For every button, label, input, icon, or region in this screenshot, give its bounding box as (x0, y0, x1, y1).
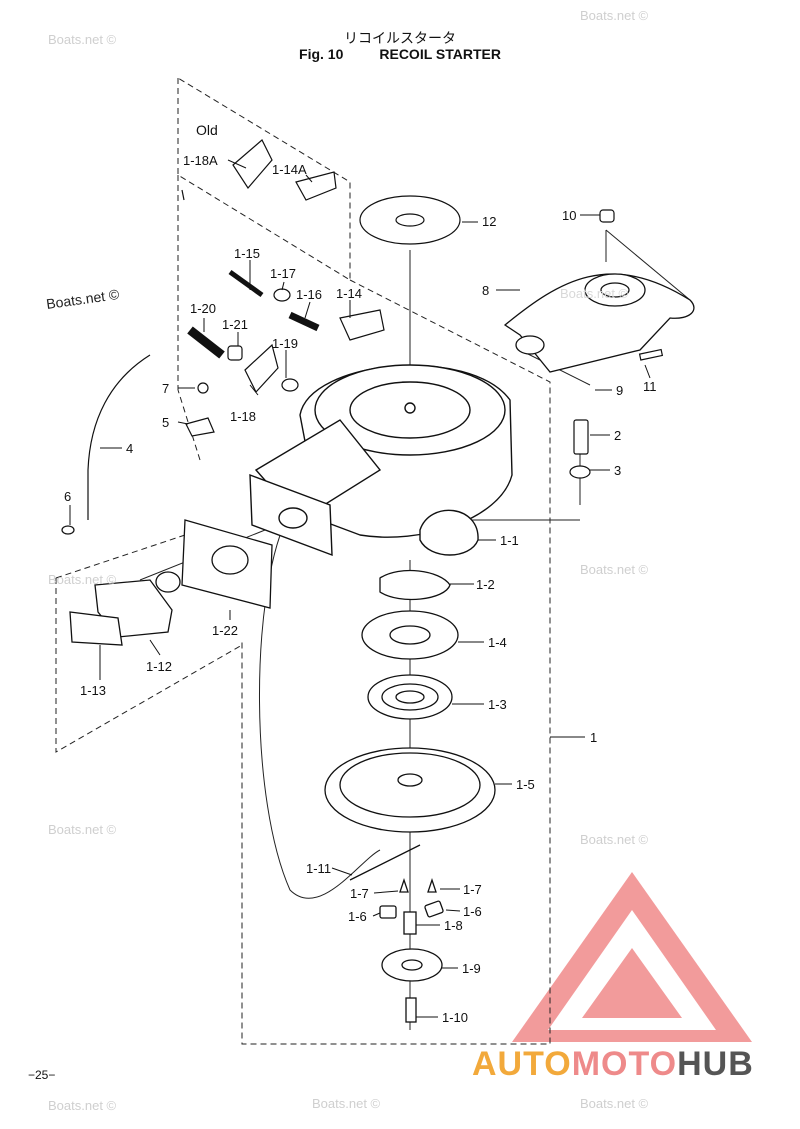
watermark: Boats.net © (580, 8, 649, 23)
small-parts (61, 139, 664, 535)
part-label: 1-7 (350, 886, 369, 901)
watermark: Boats.net © (312, 1096, 381, 1111)
watermark: Boats.net © (580, 562, 649, 577)
part-label: 1-9 (462, 961, 481, 976)
part-label: 1-20 (190, 301, 217, 316)
leader-lines (69, 159, 651, 1018)
part-label: 4 (126, 441, 134, 456)
part-label: 1-18A (183, 153, 218, 168)
part-label: 1-14A (272, 162, 307, 177)
part-label: 1 (590, 730, 598, 745)
part-label: 1-6 (463, 904, 482, 919)
part-label: 10 (562, 208, 577, 223)
part-label: 1-4 (488, 635, 507, 650)
watermark: Boats.net © (580, 1096, 649, 1111)
part-label: 1-8 (444, 918, 463, 933)
part-label: 1-3 (488, 697, 507, 712)
automotohub-logo-mark (512, 872, 752, 1042)
part-label: 1-15 (234, 246, 261, 261)
inner-components (324, 569, 496, 1023)
part-label: 1-14 (336, 286, 363, 301)
logo-part-hub: HUB (677, 1045, 754, 1083)
title-japanese: リコイルスタータ (344, 31, 456, 47)
figure-title: Fig. 10 RECOIL STARTER (0, 46, 800, 62)
part-label: 1-1 (500, 533, 519, 548)
watermark: Boats.net © (48, 572, 117, 587)
part-label: 1-22 (212, 623, 239, 638)
part-label: 2 (614, 428, 622, 443)
figure-number: Fig. 10 (299, 46, 344, 62)
part-label: 1-2 (476, 577, 495, 592)
part-label: 11 (643, 379, 657, 394)
part-label: 1-21 (222, 317, 249, 332)
automotohub-logo-text: AUTOMOTOHUB (472, 1045, 754, 1084)
part-label: 9 (616, 383, 624, 398)
watermark: Boats.net © (48, 32, 117, 47)
part-label: 1-12 (146, 659, 173, 674)
part-label: 7 (162, 381, 170, 396)
logo-part-auto: AUTO (472, 1045, 572, 1083)
part-label: 1-16 (296, 287, 323, 302)
part-label: 8 (482, 283, 490, 298)
part-label: 1-13 (80, 683, 107, 698)
watermark: Boats.net © (48, 822, 117, 837)
old-label: Old (196, 122, 218, 138)
figure-name: RECOIL STARTER (379, 46, 501, 62)
logo-part-moto: MOTO (571, 1045, 678, 1083)
part-label: 1-6 (348, 909, 367, 924)
part-label: 3 (614, 463, 622, 478)
watermark: Boats.net © (580, 832, 649, 847)
part-label: 1-7 (463, 882, 482, 897)
part-8-cover (503, 273, 695, 373)
part-label: 5 (162, 415, 170, 430)
part-12-disc (359, 195, 461, 245)
starter-handle-assembly (69, 519, 273, 646)
part-label: 1-19 (272, 336, 299, 351)
part-label: 1-5 (516, 777, 535, 792)
watermark: Boats.net © (560, 286, 629, 301)
watermark: Boats.net © (48, 1098, 117, 1113)
part-label: 12 (482, 214, 497, 229)
part-label: 1-18 (230, 409, 257, 424)
dashed-group-outlines (55, 77, 551, 1045)
part-label: 1-11 (306, 861, 332, 876)
part-label: 1-17 (270, 266, 297, 281)
page-number: −25− (28, 1068, 56, 1082)
recoil-housing-1-1 (249, 364, 513, 557)
part-label: 1-10 (442, 1010, 469, 1025)
part-label: 6 (64, 489, 72, 504)
